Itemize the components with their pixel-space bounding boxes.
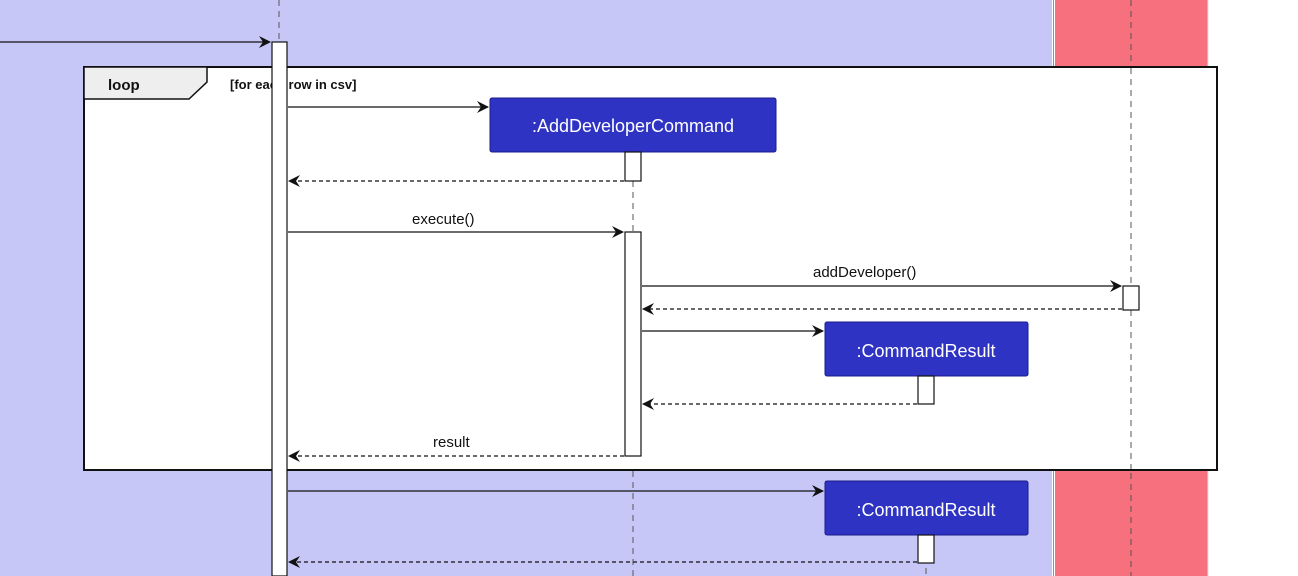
loop-guard: [for each row in csv]: [230, 77, 356, 92]
result-message-label: result: [433, 434, 471, 451]
execute-message-label: execute(): [412, 211, 475, 228]
activation-command-result-1: [917, 375, 935, 405]
activation-add-command-create: [624, 151, 642, 182]
loop-keyword: loop: [108, 77, 140, 94]
activation-main: [271, 41, 288, 576]
activation-add-command-execute: [624, 231, 642, 457]
add-developer-message-label: addDeveloper(): [813, 264, 916, 281]
participant-command-result-2-label: :CommandResult: [856, 500, 995, 520]
loop-tab: [83, 66, 208, 100]
participant-add-developer-command-label: :AddDeveloperCommand: [532, 116, 734, 136]
participant-command-result-1-label: :CommandResult: [856, 341, 995, 361]
activation-model: [1122, 285, 1140, 311]
activation-command-result-2: [917, 534, 935, 564]
